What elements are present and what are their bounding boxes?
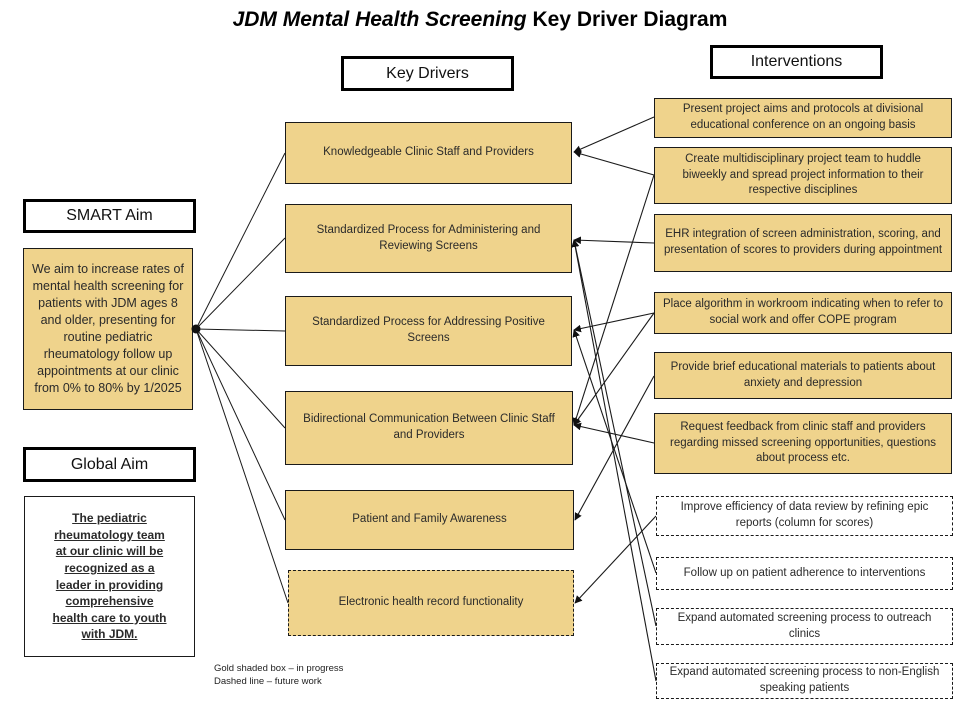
intervention-arrow-i5-to-kd5 [574,375,655,521]
legend-future-work: Dashed line – future work [214,676,322,688]
aim-to-driver-line-kd1 [195,152,286,330]
intervention-arrow-i2-to-kd4 [572,174,655,426]
intervention-arrow-i6-to-kd4 [573,422,655,444]
global-aim-box: The pediatric rheumatology team at our c… [24,496,195,657]
intervention-label: Provide brief educational materials to p… [670,360,936,389]
intervention-arrow-i8-to-kd3 [572,329,657,574]
key-driver-label: Patient and Family Awareness [352,513,507,526]
aim-to-driver-line-kd6 [195,328,289,604]
smart-aim-text: We aim to increase rates of mental healt… [32,262,184,395]
aim-to-driver-line-kd4 [195,328,286,429]
intervention-label: Create multidisciplinary project team to… [682,152,924,197]
intervention-arrow-i10-to-kd2 [571,239,657,682]
intervention-label: Present project aims and protocols at di… [682,103,924,131]
intervention-label: Request feedback from clinic staff and p… [670,420,936,465]
intervention-outreach-clinics: Expand automated screening process to ou… [656,608,953,645]
smart-aim-box: We aim to increase rates of mental healt… [23,248,193,410]
aim-to-driver-line-kd5 [195,328,286,521]
intervention-patient-adherence: Follow up on patient adherence to interv… [656,557,953,590]
intervention-arrow-i7-to-kd6 [574,515,657,604]
smart-aim-header: SMART Aim [23,199,196,233]
intervention-educational-materials: Provide brief educational materials to p… [654,352,952,399]
global-aim-header-label: Global Aim [70,455,149,473]
title-rest: Key Driver Diagram [526,8,728,31]
key-driver-label: Standardized Process for Addressing Posi… [312,316,545,344]
intervention-ehr-integration: EHR integration of screen administration… [654,214,952,272]
key-driver-patient-family-awareness: Patient and Family Awareness [285,490,574,550]
key-driver-label: Bidirectional Communication Between Clin… [303,413,555,441]
intervention-label: Place algorithm in workroom indicating w… [663,298,943,326]
aim-to-driver-line-kd2 [195,237,286,330]
intervention-label: Expand automated screening process to ou… [677,611,932,640]
intervention-arrow-i1-to-kd1 [573,116,655,153]
interventions-header: Interventions [710,45,883,79]
global-aim-header: Global Aim [23,447,196,482]
intervention-epic-reports: Improve efficiency of data review by ref… [656,496,953,536]
intervention-arrow-i4-to-kd3 [573,312,655,333]
intervention-arrow-i9-to-kd2 [571,239,657,627]
key-driver-addressing-positive-screens: Standardized Process for Addressing Posi… [285,296,572,366]
key-driver-ehr-functionality: Electronic health record functionality [288,570,574,636]
intervention-workroom-algorithm: Place algorithm in workroom indicating w… [654,292,952,334]
global-aim-text: The pediatric rheumatology team at our c… [52,511,167,642]
intervention-request-feedback: Request feedback from clinic staff and p… [654,413,952,474]
key-driver-knowledgeable-staff: Knowledgeable Clinic Staff and Providers [285,122,572,184]
interventions-header-label: Interventions [750,53,843,70]
intervention-present-project-aims: Present project aims and protocols at di… [654,98,952,138]
intervention-arrow-i4-to-kd4 [573,312,655,426]
key-drivers-header: Key Drivers [341,56,514,91]
intervention-label: Improve efficiency of data review by ref… [680,501,929,529]
intervention-label: EHR integration of screen administration… [663,228,943,256]
intervention-arrow-i3-to-kd2 [573,236,655,245]
intervention-arrow-i2-to-kd1 [573,150,655,176]
smart-aim-header-label: SMART Aim [66,207,153,224]
intervention-multidisciplinary-team: Create multidisciplinary project team to… [654,147,952,204]
key-driver-label: Knowledgeable Clinic Staff and Providers [323,146,534,159]
title-italic-part: JDM Mental Health Screening [232,8,527,31]
key-driver-bidirectional-communication: Bidirectional Communication Between Clin… [285,391,573,465]
intervention-label: Follow up on patient adherence to interv… [683,566,926,579]
key-driver-administering-screens: Standardized Process for Administering a… [285,204,572,273]
diagram-title: JDM Mental Health Screening Key Driver D… [0,8,960,32]
aim-to-driver-line-kd3 [195,328,286,332]
key-driver-label: Electronic health record functionality [338,596,524,609]
key-drivers-header-label: Key Drivers [386,64,469,82]
key-driver-label: Standardized Process for Administering a… [316,223,541,252]
intervention-label: Expand automated screening process to no… [669,666,940,694]
legend-in-progress: Gold shaded box – in progress [214,663,344,674]
legend: Gold shaded box – in progress Dashed lin… [214,662,343,689]
intervention-non-english-speakers: Expand automated screening process to no… [656,663,953,699]
